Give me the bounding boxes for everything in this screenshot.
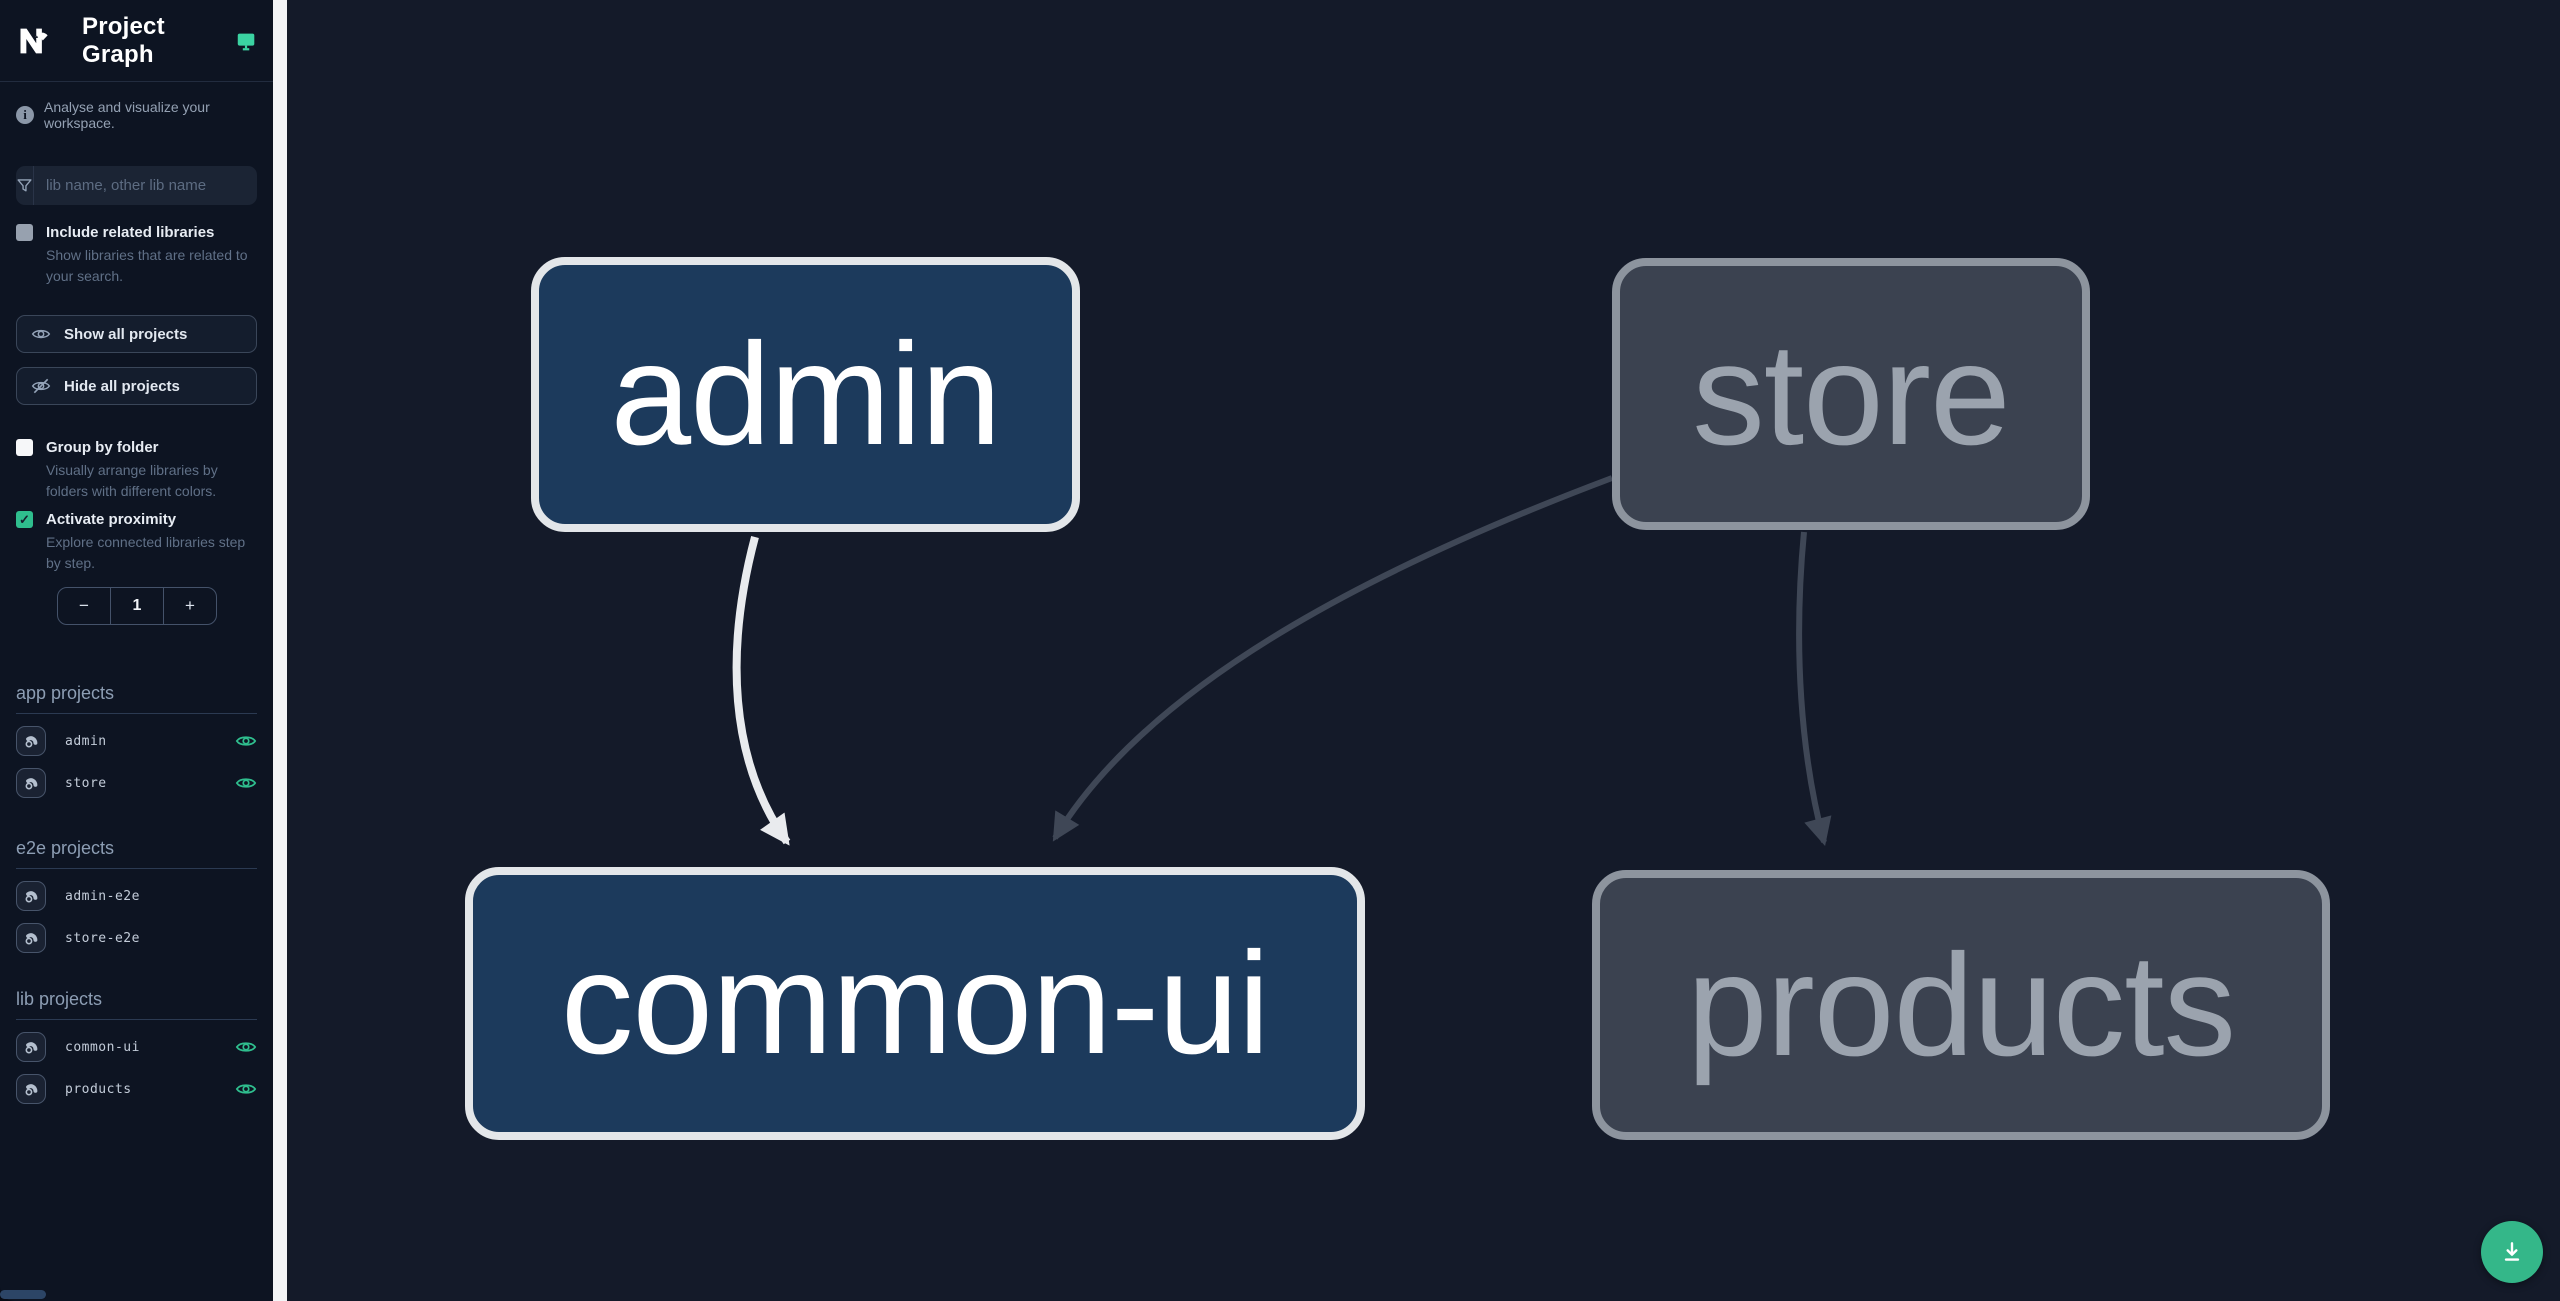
checkbox-group-by-folder[interactable]: Group by folder Visually arrange librari… — [0, 438, 273, 502]
tagline-row: i Analyse and visualize your workspace. — [0, 99, 273, 131]
focus-project-icon — [25, 1041, 37, 1053]
visibility-eye-icon[interactable] — [235, 1078, 257, 1100]
project-name: common-ui — [65, 1039, 140, 1055]
section-title-lib-projects: lib projects — [16, 989, 257, 1020]
nx-logo-icon — [20, 28, 48, 53]
node-label: products — [1686, 923, 2236, 1086]
focus-project-button[interactable] — [16, 881, 46, 911]
sidebar-scrollbar-thumb[interactable] — [0, 1290, 46, 1299]
filter-funnel-icon — [16, 166, 34, 205]
project-row-admin-e2e[interactable]: admin-e2e — [16, 881, 257, 911]
edge-admin-to-common-ui[interactable] — [732, 535, 791, 846]
node-label: store — [1692, 312, 2010, 475]
info-icon: i — [16, 106, 34, 124]
checkbox-label: Activate proximity — [46, 511, 177, 528]
section-title-e2e-projects: e2e projects — [16, 838, 257, 869]
edge-store-to-common-ui[interactable] — [1052, 475, 1614, 842]
focus-project-button[interactable] — [16, 1074, 46, 1104]
project-row-products[interactable]: products — [16, 1074, 257, 1104]
project-name: store — [65, 775, 107, 791]
project-name: products — [65, 1081, 132, 1097]
focus-project-icon — [25, 735, 37, 747]
project-name: admin — [65, 733, 107, 749]
project-row-admin[interactable]: admin — [16, 726, 257, 756]
edge-store-to-products[interactable] — [1796, 531, 1832, 847]
show-all-projects-button[interactable]: Show all projects — [16, 315, 257, 353]
project-name: store-e2e — [65, 930, 140, 946]
search-input[interactable] — [34, 166, 257, 205]
proximity-value: 1 — [110, 588, 164, 624]
proximity-increment-button[interactable]: + — [185, 596, 195, 615]
sidebar: Project Graph i Analyse and visualize yo… — [0, 0, 273, 1301]
proximity-decrement-button[interactable]: − — [79, 596, 89, 615]
focus-project-icon — [25, 777, 37, 789]
eye-off-icon — [31, 378, 51, 394]
graph-node-products[interactable]: products — [1592, 870, 2330, 1140]
tagline-text: Analyse and visualize your workspace. — [44, 99, 210, 131]
hide-all-projects-button[interactable]: Hide all projects — [16, 367, 257, 405]
monitor-icon[interactable] — [235, 28, 257, 54]
graph-edges — [732, 475, 1832, 847]
node-label: common-ui — [560, 922, 1270, 1084]
graph-node-store[interactable]: store — [1612, 258, 2090, 530]
section-title-app-projects: app projects — [16, 683, 257, 714]
project-row-common-ui[interactable]: common-ui — [16, 1032, 257, 1062]
node-label: admin — [610, 313, 1002, 475]
show-all-projects-label: Show all projects — [64, 325, 188, 343]
checkbox-description: Explore connected libraries step by step… — [46, 534, 246, 571]
project-row-store-e2e[interactable]: store-e2e — [16, 923, 257, 953]
checkbox-label: Group by folder — [46, 439, 159, 456]
checkbox-include-related-box[interactable] — [16, 224, 33, 241]
checkbox-description: Visually arrange libraries by folders wi… — [46, 462, 218, 499]
project-name: admin-e2e — [65, 888, 140, 904]
focus-project-icon — [25, 1083, 37, 1095]
focus-project-button[interactable] — [16, 923, 46, 953]
sidebar-resizer-handle[interactable] — [273, 0, 287, 1301]
visibility-eye-icon[interactable] — [235, 1036, 257, 1058]
proximity-stepper: − 1 + — [57, 587, 217, 625]
visibility-eye-icon[interactable] — [235, 730, 257, 752]
checkbox-activate-proximity-box[interactable]: ✓ — [16, 511, 33, 528]
checkbox-activate-proximity[interactable]: ✓ Activate proximity Explore connected l… — [0, 510, 273, 574]
project-row-store[interactable]: store — [16, 768, 257, 798]
focus-project-button[interactable] — [16, 768, 46, 798]
checkbox-group-by-folder-box[interactable] — [16, 439, 33, 456]
search-box — [16, 166, 257, 205]
focus-project-icon — [25, 932, 37, 944]
graph-node-common-ui[interactable]: common-ui — [465, 867, 1365, 1140]
visibility-eye-icon[interactable] — [235, 772, 257, 794]
download-image-button[interactable] — [2481, 1221, 2543, 1283]
focus-project-button[interactable] — [16, 1032, 46, 1062]
download-icon — [2504, 1242, 2520, 1261]
eye-icon — [31, 329, 51, 339]
project-graph-canvas[interactable]: admin store common-ui products — [287, 0, 2560, 1301]
graph-node-admin[interactable]: admin — [531, 257, 1080, 532]
focus-project-button[interactable] — [16, 726, 46, 756]
sidebar-header: Project Graph — [0, 0, 273, 82]
hide-all-projects-label: Hide all projects — [64, 377, 180, 395]
app-title: Project Graph — [82, 12, 165, 68]
checkbox-label: Include related libraries — [46, 224, 215, 241]
checkbox-description: Show libraries that are related to your … — [46, 247, 248, 284]
focus-project-icon — [25, 890, 37, 902]
checkbox-include-related[interactable]: Include related libraries Show libraries… — [0, 223, 273, 287]
